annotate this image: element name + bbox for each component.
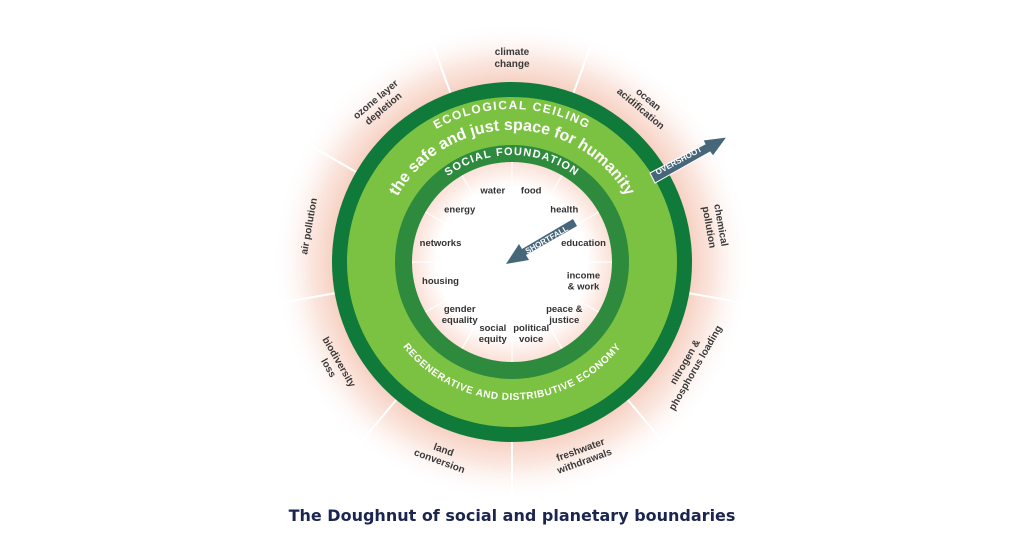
- inner-label-line: water: [479, 186, 505, 197]
- outer-divider: [689, 292, 749, 305]
- inner-label-food: food: [521, 186, 542, 197]
- inner-label-line: & work: [568, 282, 600, 293]
- inner-label-line: energy: [444, 205, 476, 216]
- inner-dividers: [412, 162, 612, 362]
- inner-label-line: peace &: [546, 304, 583, 315]
- inner-divider: [515, 268, 563, 349]
- outer-label-line: change: [494, 59, 529, 70]
- inner-label-line: health: [550, 205, 578, 216]
- outer-divider: [275, 292, 335, 305]
- outer-divider: [303, 141, 357, 173]
- outer-divider: [428, 36, 452, 94]
- inner-label-line: political: [513, 323, 549, 334]
- diagram-caption: The Doughnut of social and planetary bou…: [288, 506, 736, 525]
- outer-label-line: climate: [495, 47, 530, 58]
- inner-label-line: equality: [442, 315, 479, 326]
- outer-divider: [572, 36, 596, 94]
- inner-divider: [518, 265, 599, 313]
- inner-label-housing: housing: [422, 276, 459, 287]
- inner-label-networks: networks: [420, 238, 462, 249]
- inner-label-energy: energy: [444, 205, 476, 216]
- inner-divider: [515, 175, 563, 256]
- inner-label-line: housing: [422, 276, 459, 287]
- inner-divider: [461, 175, 509, 256]
- inner-label-line: voice: [519, 334, 543, 345]
- inner-label-line: education: [561, 238, 606, 249]
- inner-label-line: justice: [548, 315, 579, 326]
- inner-label-health: health: [550, 205, 578, 216]
- inner-divider: [461, 268, 509, 349]
- inner-label-water: water: [479, 186, 505, 197]
- inner-label-income-work: income& work: [567, 271, 600, 293]
- inner-label-line: equity: [479, 334, 508, 345]
- inner-divider: [425, 211, 506, 259]
- inner-divider: [425, 265, 506, 313]
- inner-label-line: networks: [420, 238, 462, 249]
- inner-label-peace-justice: peace &justice: [546, 304, 583, 326]
- inner-label-line: food: [521, 186, 542, 197]
- outer-divider: [626, 399, 668, 447]
- social-foundation-dimensions: water food health education income& work peac…: [420, 186, 606, 346]
- outer-divider: [356, 399, 398, 447]
- inner-label-education: education: [561, 238, 606, 249]
- inner-label-line: social: [479, 323, 506, 334]
- inner-label-line: gender: [444, 304, 476, 315]
- inner-label-line: income: [567, 271, 600, 282]
